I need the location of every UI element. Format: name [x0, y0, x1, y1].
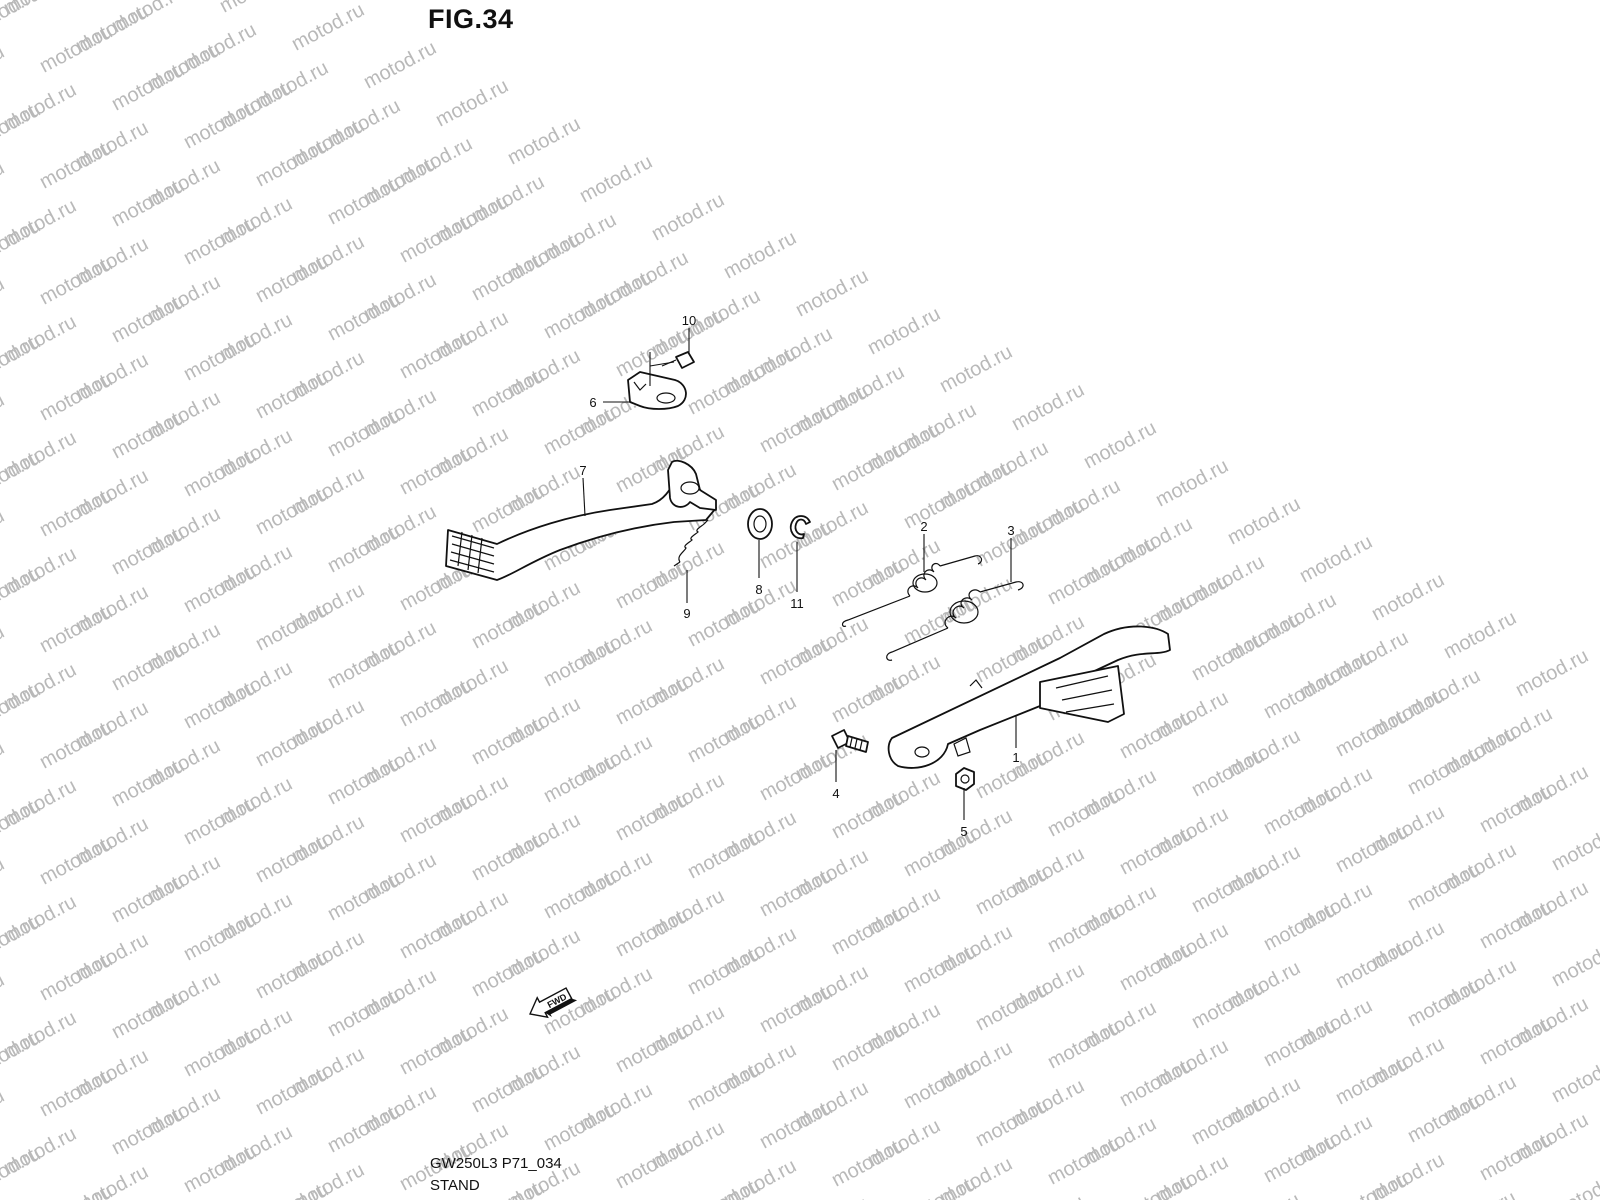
part-7-pedal: [445, 459, 717, 581]
callout-11: 11: [790, 596, 804, 611]
callout-2: 2: [920, 519, 927, 534]
figure-title: FIG.34: [428, 4, 514, 34]
callout-10: 10: [682, 313, 696, 328]
callout-9: 9: [683, 606, 690, 621]
callout-8: 8: [755, 582, 762, 597]
section-name: STAND: [430, 1177, 480, 1194]
callout-5: 5: [960, 824, 967, 839]
part-3-spring: [886, 581, 1024, 661]
part-2-spring: [841, 555, 983, 627]
model-code: GW250L3 P71_034: [430, 1155, 562, 1172]
part-5-nut: [955, 767, 975, 791]
callout-1: 1: [1012, 750, 1019, 765]
part-1-side-stand: [887, 625, 1171, 769]
callout-7: 7: [579, 463, 586, 478]
part-9-spring: [673, 519, 709, 567]
fwd-arrow-icon: FWD: [528, 987, 578, 1019]
callout-4: 4: [832, 786, 839, 801]
callout-3: 3: [1007, 523, 1014, 538]
leader-lines: [582, 328, 1017, 820]
part-6-bracket: [627, 371, 687, 410]
part-11-circlip: [789, 515, 811, 540]
part-4-bolt: [831, 729, 869, 753]
callout-labels: 10 6 7 9 8 11 2 3 1 4 5: [579, 313, 1019, 839]
part-8-washer: [747, 508, 773, 540]
part-10-bolt: [661, 351, 695, 369]
callout-6: 6: [589, 395, 596, 410]
